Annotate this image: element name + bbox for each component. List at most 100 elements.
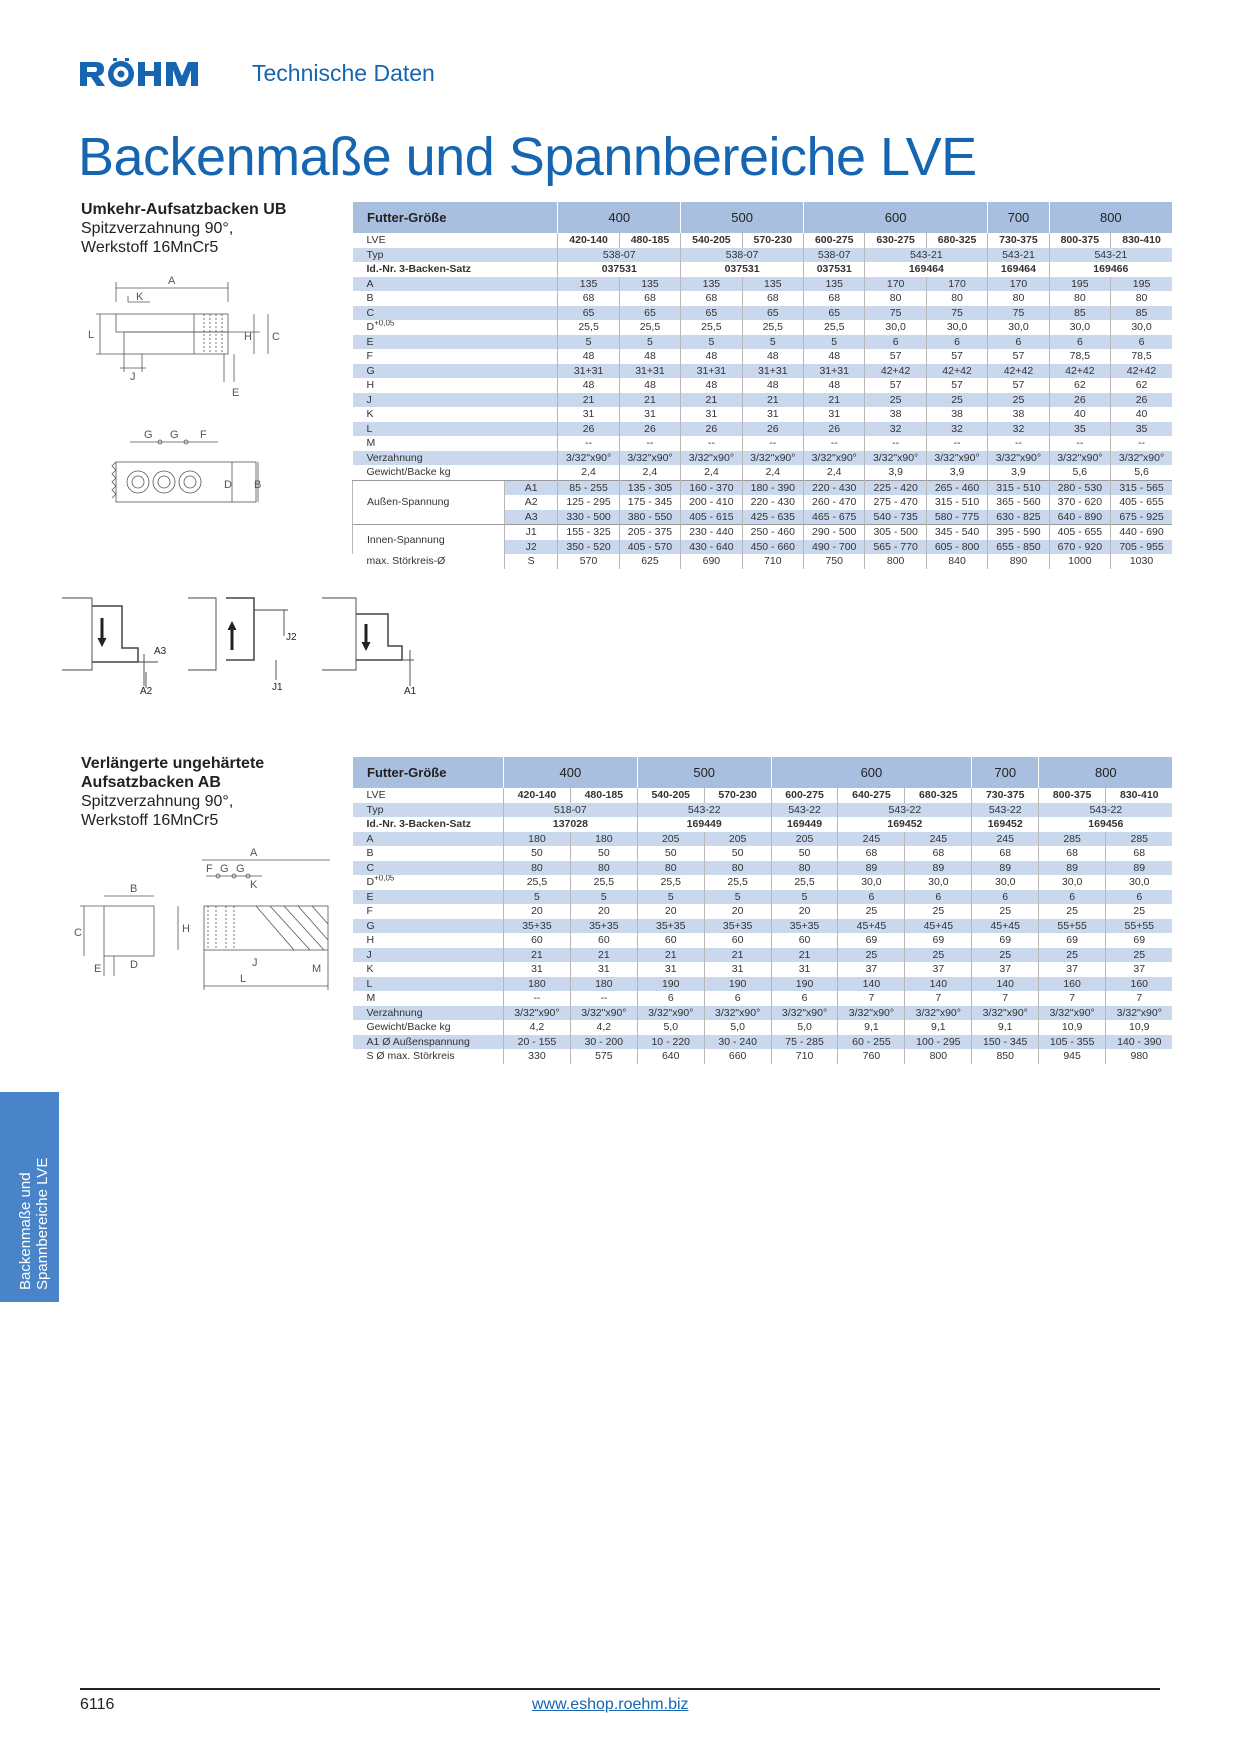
value-cell: 30,0: [1105, 875, 1173, 890]
value-cell: 25: [1038, 904, 1106, 919]
lve-cell: 570-230: [741, 233, 804, 248]
row-label-text: M: [366, 437, 376, 449]
row-label: B: [353, 846, 504, 861]
row-label-text: A: [366, 277, 374, 290]
value-cell: 31: [636, 962, 705, 977]
value-cell: 25: [1038, 947, 1106, 962]
value-cell: 205: [770, 831, 838, 846]
range-cell: 465 - 675: [803, 509, 865, 525]
row-label: Typ: [352, 247, 558, 262]
range-cell: 305 - 500: [864, 524, 927, 540]
value-cell: 750: [803, 554, 865, 569]
chuck-size: 500: [680, 202, 804, 233]
id-cell: 169452: [971, 817, 1039, 832]
value-cell: 6: [904, 889, 972, 904]
value-cell: 31: [770, 962, 838, 977]
id-cell: 169466: [1048, 262, 1172, 277]
typ-cell: 543-21: [987, 247, 1050, 262]
value-cell: 5: [557, 334, 620, 349]
value-cell: 30,0: [837, 875, 905, 890]
range-cell: 405 - 615: [680, 509, 743, 525]
value-cell: 25: [971, 947, 1039, 962]
value-cell: 25: [925, 392, 988, 407]
value-cell: 3/32"x90°: [1048, 450, 1111, 465]
value-cell: 205: [636, 831, 705, 846]
value-cell: 3/32"x90°: [636, 1005, 705, 1020]
row-label: L: [352, 976, 504, 991]
eshop-link[interactable]: www.eshop.roehm.biz: [532, 1696, 689, 1713]
value-cell: 285: [1038, 831, 1106, 846]
value-cell: 48: [803, 378, 865, 393]
value-cell: 7: [971, 991, 1039, 1006]
value-cell: --: [987, 436, 1050, 451]
value-cell: --: [1048, 436, 1111, 451]
typ-cell: 543-22: [770, 802, 838, 817]
ab-jaw-drawing: A F G G K B C H E D L J M: [74, 847, 330, 990]
value-cell: 48: [741, 378, 804, 393]
value-cell: 68: [618, 291, 681, 306]
value-cell: 31: [557, 407, 620, 422]
value-cell: 30,0: [864, 320, 927, 335]
value-cell: 48: [618, 378, 681, 393]
value-cell: 31: [618, 407, 681, 422]
side-tab-line1: Backenmaße und: [17, 1172, 34, 1290]
value-cell: 25,5: [618, 320, 681, 335]
value-cell: 7: [837, 991, 905, 1006]
value-cell: 42+42: [925, 363, 988, 378]
value-cell: 150 - 345: [971, 1034, 1039, 1049]
value-cell: 5,0: [703, 1020, 772, 1035]
page-number: 6116: [80, 1696, 115, 1713]
value-cell: 2,4: [680, 465, 743, 480]
row-label: F: [353, 904, 504, 919]
value-cell: 68: [1105, 846, 1173, 861]
value-cell: 330: [503, 1049, 571, 1064]
id-cell: 037531: [557, 262, 681, 277]
range-cell: 640 - 890: [1048, 509, 1111, 525]
value-cell: 38: [987, 407, 1050, 422]
value-cell: 6: [1038, 889, 1106, 904]
value-cell: 170: [925, 276, 988, 291]
value-cell: 48: [680, 349, 743, 364]
value-cell: 20: [569, 904, 638, 919]
value-cell: 89: [1105, 860, 1173, 875]
value-cell: 35+35: [503, 918, 571, 933]
value-cell: 5,6: [1110, 465, 1172, 480]
typ-cell: 538-07: [803, 247, 865, 262]
value-cell: 35+35: [569, 918, 638, 933]
value-cell: 3/32"x90°: [1110, 450, 1172, 465]
value-cell: 3/32"x90°: [618, 450, 681, 465]
value-cell: 26: [557, 421, 620, 436]
section1-line2: Spitzverzahnung 90°,: [81, 220, 234, 237]
row-label: A1 Ø Außenspannung: [352, 1034, 504, 1049]
clamp-label-a3: A3: [154, 646, 167, 657]
value-cell: 840: [925, 554, 988, 569]
value-cell: 30,0: [1048, 320, 1111, 335]
range-cell: 490 - 700: [803, 539, 865, 554]
value-cell: 105 - 355: [1038, 1034, 1106, 1049]
ub-label-c: C: [272, 331, 280, 343]
value-cell: 3/32"x90°: [770, 1005, 838, 1020]
row-label: G: [352, 363, 558, 378]
value-cell: 31: [803, 407, 865, 422]
value-cell: 25,5: [770, 875, 838, 890]
value-cell: 26: [803, 421, 865, 436]
value-cell: 20: [770, 904, 838, 919]
range-cell: 705 - 955: [1110, 539, 1172, 554]
value-cell: 80: [569, 860, 638, 875]
value-cell: 48: [618, 349, 681, 364]
value-cell: 180: [503, 831, 571, 846]
value-cell: 35: [1048, 421, 1111, 436]
id-cell: 169464: [864, 262, 988, 277]
value-cell: 5: [636, 889, 705, 904]
ab-label-b: B: [130, 883, 137, 895]
value-cell: 25,5: [703, 875, 772, 890]
range-cell: 380 - 550: [618, 509, 681, 525]
range-cell: 630 - 825: [987, 509, 1050, 525]
